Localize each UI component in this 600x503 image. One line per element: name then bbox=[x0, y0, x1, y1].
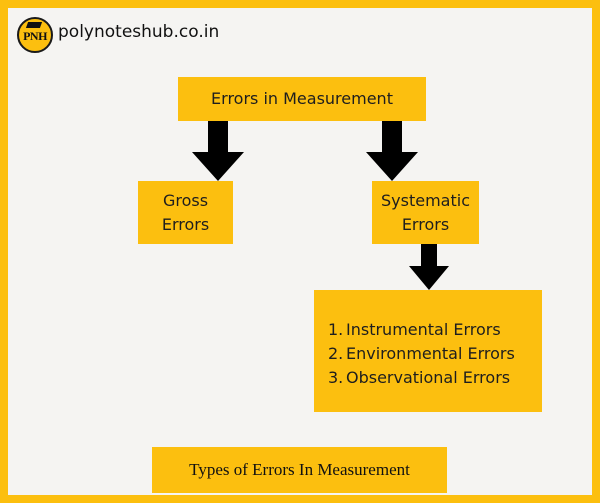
arrow-to-types-icon bbox=[409, 244, 449, 290]
graduation-cap-icon bbox=[25, 22, 43, 28]
list-item: 1.Instrumental Errors bbox=[328, 318, 542, 342]
list-item: 2.Environmental Errors bbox=[328, 342, 542, 366]
systematic-errors-line1: Systematic bbox=[381, 191, 470, 211]
list-item-number: 1. bbox=[328, 320, 344, 339]
site-name: polynoteshub.co.in bbox=[58, 22, 220, 42]
logo-text: PNH bbox=[23, 29, 47, 43]
root-node-errors-in-measurement: Errors in Measurement bbox=[178, 77, 426, 121]
systematic-error-types-list: 1.Instrumental Errors 2.Environmental Er… bbox=[328, 318, 542, 390]
list-item-label: Instrumental Errors bbox=[346, 320, 501, 339]
gross-errors-line2: Errors bbox=[161, 214, 210, 234]
pnh-logo: PNH bbox=[17, 17, 53, 53]
list-item: 3.Observational Errors bbox=[328, 366, 542, 390]
caption-text: Types of Errors In Measurement bbox=[189, 460, 410, 479]
gross-errors-node: Gross Errors bbox=[138, 181, 233, 244]
systematic-error-types-node: 1.Instrumental Errors 2.Environmental Er… bbox=[314, 290, 542, 412]
list-item-label: Environmental Errors bbox=[346, 344, 515, 363]
caption-box: Types of Errors In Measurement bbox=[152, 447, 447, 493]
list-item-number: 3. bbox=[328, 368, 344, 387]
list-item-number: 2. bbox=[328, 344, 344, 363]
list-item-label: Observational Errors bbox=[346, 368, 511, 387]
arrow-to-systematic-icon bbox=[366, 121, 418, 181]
root-node-label: Errors in Measurement bbox=[211, 89, 393, 109]
systematic-errors-node: Systematic Errors bbox=[372, 181, 479, 244]
systematic-errors-line2: Errors bbox=[401, 214, 450, 234]
gross-errors-line1: Gross bbox=[162, 191, 209, 211]
arrow-to-gross-icon bbox=[192, 121, 244, 181]
